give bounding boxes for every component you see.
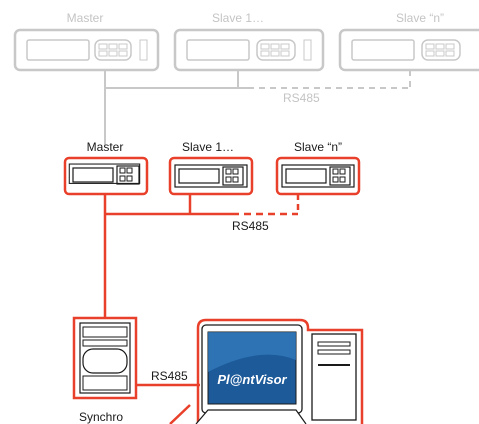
rs485-label: RS485 xyxy=(232,219,269,233)
rs485-bus xyxy=(103,194,300,318)
bottom-row: Synchro RS485 Pl@ntVisor xyxy=(72,316,364,424)
top-master-label: Master xyxy=(67,11,104,25)
top-slaven-controller-icon xyxy=(338,28,479,72)
synchro-unit-icon xyxy=(72,316,138,400)
top-rs485-bus xyxy=(104,70,411,145)
synchro-pc-link-label: RS485 xyxy=(151,369,188,383)
top-master-controller-icon xyxy=(13,28,160,72)
slaven-controller-icon xyxy=(275,156,361,196)
master-label: Master xyxy=(87,140,124,154)
synchro-label: Synchro xyxy=(79,410,123,424)
plantvisor-logo: Pl@ntVisor xyxy=(217,372,287,387)
middle-row: Master Slave 1… Slave “n” xyxy=(63,140,361,318)
tower-icon xyxy=(311,333,357,421)
top-slave1-label: Slave 1… xyxy=(212,11,264,25)
master-controller-icon xyxy=(63,156,149,196)
slave1-controller-icon xyxy=(168,156,254,196)
slave1-label: Slave 1… xyxy=(182,140,234,154)
top-slaven-label: Slave “n” xyxy=(396,11,444,25)
top-rs485-label: RS485 xyxy=(283,91,320,105)
top-slave1-controller-icon xyxy=(173,28,325,72)
computer-icon: Pl@ntVisor xyxy=(169,318,364,424)
slaven-label: Slave “n” xyxy=(294,140,342,154)
monitor-icon: Pl@ntVisor xyxy=(201,324,303,414)
top-row: Master Slave 1… Slave “n” xyxy=(13,11,479,145)
